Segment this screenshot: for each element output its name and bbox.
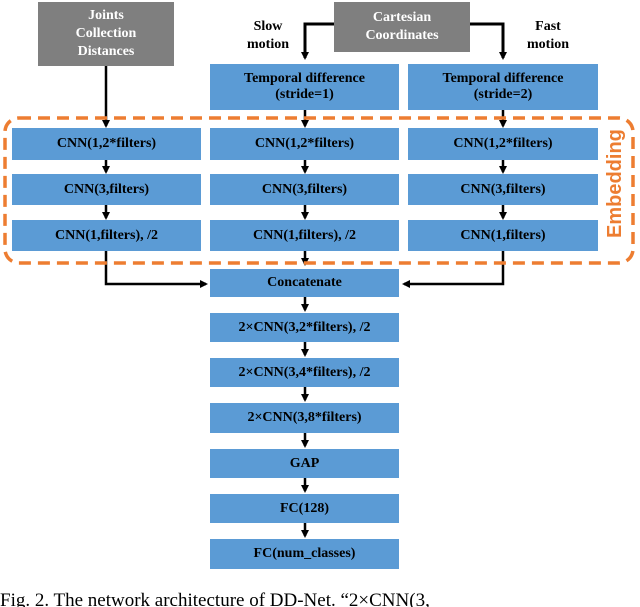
- cartesian-input-box: Cartesian Coordinates: [334, 2, 470, 52]
- figure-caption: Fig. 2. The network architecture of DD-N…: [0, 590, 430, 607]
- middle-cnn-3: CNN(1,filters), /2: [210, 220, 399, 251]
- temporal-difference-fast: Temporal difference (stride=2): [408, 64, 598, 110]
- fc-128-layer: FC(128): [210, 494, 399, 523]
- right-cnn-3: CNN(1,filters): [408, 220, 598, 251]
- middle-cnn-2: CNN(3,filters): [210, 174, 399, 205]
- left-cnn-3: CNN(1,filters), /2: [12, 220, 201, 251]
- right-cnn-2: CNN(3,filters): [408, 174, 598, 205]
- arrow-right-to-concat: [402, 251, 505, 288]
- fast-motion-label: Fast motion: [527, 19, 569, 52]
- cnn-block-2x-8filters: 2×CNN(3,8*filters): [210, 403, 399, 433]
- arrow-cartesian-to-slow: [301, 22, 334, 60]
- arrow-cartesian-to-fast: [470, 22, 507, 60]
- concatenate-layer: Concatenate: [210, 269, 399, 297]
- temporal-difference-slow: Temporal difference (stride=1): [210, 64, 399, 110]
- embedding-label: Embedding: [604, 129, 626, 238]
- left-cnn-1: CNN(1,2*filters): [12, 128, 201, 160]
- gap-layer: GAP: [210, 449, 399, 478]
- arrow-left-to-concat: [104, 251, 208, 288]
- cnn-block-2x-4filters: 2×CNN(3,4*filters), /2: [210, 358, 399, 387]
- joints-input-box: Joints Collection Distances: [38, 2, 174, 66]
- right-cnn-1: CNN(1,2*filters): [408, 128, 598, 160]
- left-cnn-2: CNN(3,filters): [12, 174, 201, 205]
- slow-motion-label: Slow motion: [247, 19, 289, 52]
- cnn-block-2x-2filters: 2×CNN(3,2*filters), /2: [210, 313, 399, 342]
- fc-num-classes-layer: FC(num_classes): [210, 539, 399, 569]
- middle-cnn-1: CNN(1,2*filters): [210, 128, 399, 160]
